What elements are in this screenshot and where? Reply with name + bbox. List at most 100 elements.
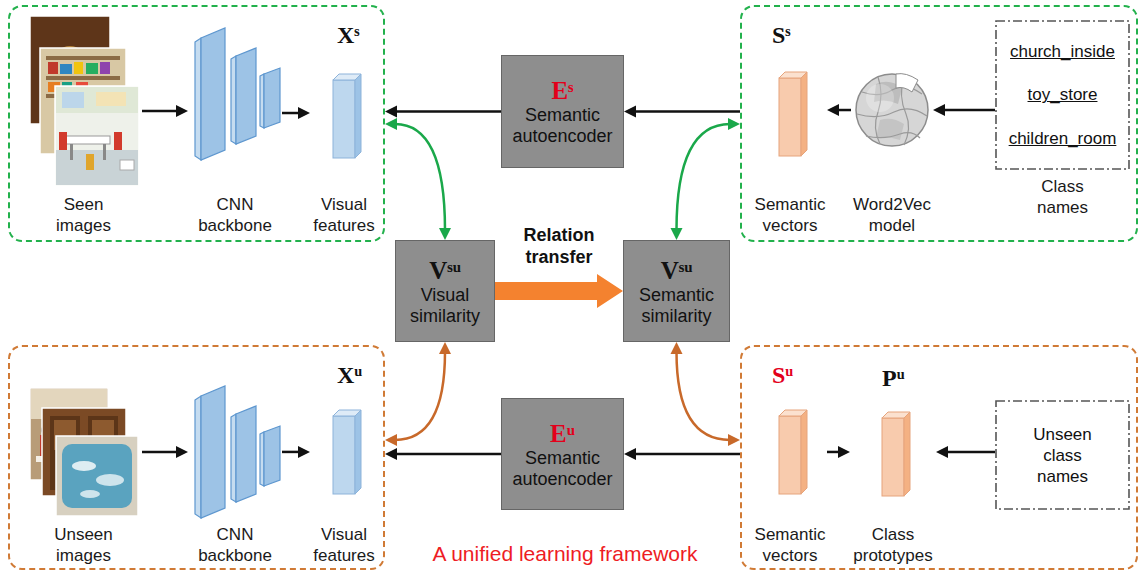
connector — [142, 446, 188, 458]
caption: CNN backbone — [195, 194, 275, 236]
visual-features: Visual features — [310, 60, 378, 236]
autoencoder-box: EˢSemantic autoencoder — [501, 55, 624, 168]
prototype-bar — [882, 412, 910, 496]
connector-line — [395, 110, 501, 113]
cnn-backbone: CNN backbone — [188, 372, 282, 566]
arrowhead — [385, 448, 397, 460]
visual-features: Visual features — [310, 400, 378, 566]
connector-line — [946, 451, 995, 454]
arrowhead — [827, 104, 839, 116]
caption: Semantic vectors — [753, 194, 827, 236]
seen-images: Seen images — [25, 14, 142, 236]
caption: Visual features — [311, 524, 377, 566]
semantic-vector-bar — [779, 410, 807, 494]
connector — [142, 105, 188, 117]
matrix-symbol: Eˢ — [551, 76, 573, 105]
connector-line — [142, 110, 178, 113]
caption: Visual features — [311, 194, 377, 236]
domain-symbol: Xᵘ — [337, 361, 362, 389]
connector-line — [943, 109, 995, 112]
connector — [936, 446, 995, 458]
arrowhead — [439, 228, 451, 240]
connector — [385, 342, 451, 446]
edge-label: Relation transfer — [506, 224, 612, 268]
connector — [827, 446, 850, 458]
arrowhead — [624, 105, 636, 117]
unseen-semantic-panel: SᵘSemantic vectors PᵘClass prototypes Unse… — [740, 345, 1138, 570]
thick-arrow — [495, 274, 623, 308]
seen-domain-panel: XˢSeen images CNN backbone Visual features — [8, 5, 385, 242]
framework-caption: A unified learning framework — [433, 541, 698, 567]
connector-curve — [677, 352, 731, 440]
matrix-symbol: Vˢᵘ — [429, 256, 461, 285]
box-label: Visual similarity — [401, 285, 489, 327]
relation-transfer-arrow — [495, 274, 623, 308]
class-prototypes: PᵘClass prototypes — [850, 362, 936, 566]
caption: Class prototypes — [851, 524, 935, 566]
arrowhead — [385, 106, 397, 118]
semantic-vectors: Semantic vectors — [753, 400, 827, 566]
feature-bar — [333, 74, 361, 158]
domain-symbol: Xˢ — [337, 21, 360, 49]
caption: Word2Vec model — [851, 194, 933, 236]
connector-line — [142, 451, 178, 454]
arrowhead — [176, 446, 188, 458]
semantic-vector-bar — [779, 72, 807, 156]
caption: Semantic vectors — [753, 524, 827, 566]
cnn-backbone: CNN backbone — [188, 14, 282, 236]
box-label: Semantic similarity — [629, 285, 724, 327]
arrowhead — [298, 446, 310, 458]
connector-line — [837, 109, 851, 112]
class-names-box: church_insidetoy_storechildren_roomClass… — [995, 20, 1130, 170]
unseen-class-names-box: Unseen class names — [995, 400, 1130, 510]
word2vec-model: Word2Vec model — [851, 55, 933, 236]
arrowhead — [385, 118, 397, 130]
connector — [385, 106, 501, 118]
connector-line — [282, 451, 300, 454]
seen-image-stack — [30, 16, 139, 186]
class-name: toy_store — [1028, 84, 1098, 105]
dash-dot-border — [996, 21, 1129, 169]
class-name: Unseen class names — [1028, 424, 1098, 487]
connector-line — [282, 112, 300, 115]
matrix-symbol: Vˢᵘ — [661, 256, 693, 285]
connector — [624, 448, 740, 460]
connector — [624, 105, 740, 117]
connector-curve — [677, 124, 731, 230]
cnn-icon — [195, 386, 280, 518]
connector — [385, 118, 451, 240]
matrix-symbol: Eᵘ — [550, 419, 575, 448]
connector-curve — [395, 352, 445, 440]
connector — [671, 118, 741, 240]
arrowhead — [385, 434, 397, 446]
arrowhead — [936, 446, 948, 458]
dash-dot-border — [996, 401, 1129, 509]
caption: Class names — [1033, 176, 1093, 218]
connector — [282, 446, 310, 458]
visual-similarity-box: VˢᵘVisual similarity — [395, 240, 495, 342]
unseen-domain-panel: XᵘUnseen images CNN backbone Visual featur… — [8, 345, 385, 570]
arrowhead — [838, 446, 850, 458]
feature-bar — [333, 410, 361, 494]
caption: CNN backbone — [195, 524, 275, 566]
domain-symbol: Sᵘ — [772, 361, 793, 389]
connector-line — [395, 453, 501, 456]
autoencoder-box: EᵘSemantic autoencoder — [501, 398, 624, 510]
connector — [385, 448, 501, 460]
connector — [933, 104, 995, 116]
caption: Seen images — [53, 194, 115, 236]
matrix-symbol: Pᵘ — [882, 364, 904, 392]
connector-curve — [395, 124, 445, 230]
box-label: Semantic autoencoder — [507, 105, 618, 147]
arrowhead — [176, 105, 188, 117]
class-name: church_inside — [1010, 41, 1115, 62]
connector-line — [634, 110, 740, 113]
caption: Unseen images — [52, 524, 116, 566]
connector-line — [634, 453, 740, 456]
semantic-vectors: Semantic vectors — [753, 60, 827, 236]
semantic-similarity-box: VˢᵘSemantic similarity — [623, 240, 730, 342]
wikipedia-globe — [856, 74, 928, 146]
domain-symbol: Sˢ — [772, 21, 791, 49]
unseen-images: Unseen images — [25, 372, 142, 566]
connector — [671, 342, 741, 446]
